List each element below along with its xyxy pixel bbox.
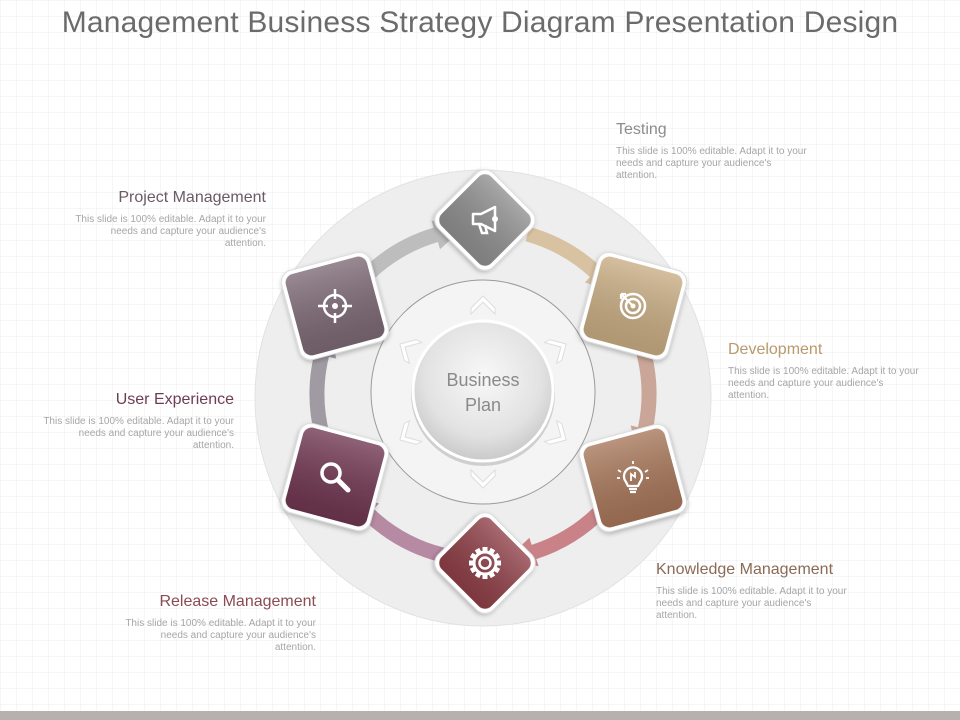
step-tile-6 — [280, 251, 390, 361]
label-user-experience: User Experience This slide is 100% edita… — [0, 390, 234, 452]
step-tile-5 — [280, 422, 390, 532]
target-icon — [619, 292, 647, 320]
gear-icon — [469, 547, 501, 579]
step-tiles — [280, 169, 688, 614]
cycle-arrow-4 — [350, 494, 445, 563]
step-tile-4 — [434, 512, 536, 614]
center-label-line2: Plan — [465, 395, 501, 415]
cycle-arrow-6 — [361, 220, 462, 281]
chevron-icon — [543, 339, 567, 365]
label-description: This slide is 100% editable. Adapt it to… — [656, 586, 847, 621]
slide-title: Management Business Strategy Diagram Pre… — [61, 6, 899, 39]
label-title: Project Management — [118, 189, 266, 206]
chevron-icon — [399, 339, 423, 365]
chevron-icon — [399, 419, 423, 445]
crosshair-icon — [318, 289, 352, 323]
chevron-icon — [470, 295, 496, 316]
label-knowledge-management: Knowledge Management This slide is 100% … — [656, 560, 906, 622]
label-description: This slide is 100% editable. Adapt it to… — [728, 366, 919, 401]
step-tile-1 — [434, 169, 536, 271]
chevron-icon — [543, 419, 567, 445]
step-tile-2 — [578, 251, 688, 361]
label-title: Development — [728, 341, 823, 358]
cycle-arrow-1 — [525, 226, 614, 291]
label-title: Knowledge Management — [656, 561, 834, 578]
label-testing: Testing This slide is 100% editable. Ada… — [616, 120, 866, 182]
label-title: Release Management — [159, 593, 316, 610]
label-release-management: Release Management This slide is 100% ed… — [66, 592, 316, 654]
megaphone-icon — [471, 205, 498, 235]
label-description: This slide is 100% editable. Adapt it to… — [616, 146, 807, 181]
label-project-management: Project Management This slide is 100% ed… — [16, 188, 266, 250]
bottom-bar — [0, 711, 960, 720]
label-description: This slide is 100% editable. Adapt it to… — [75, 214, 266, 249]
label-description: This slide is 100% editable. Adapt it to… — [43, 416, 234, 451]
center-label-line1: Business — [446, 370, 519, 390]
center-disc — [411, 319, 555, 463]
inner-chevrons — [399, 295, 567, 489]
cycle-arrow-3 — [508, 504, 608, 567]
cycle-arrows — [307, 220, 661, 567]
label-description: This slide is 100% editable. Adapt it to… — [125, 618, 316, 653]
chevron-icon — [470, 468, 496, 489]
label-title: Testing — [616, 121, 667, 138]
label-development: Development This slide is 100% editable.… — [728, 340, 960, 402]
lightbulb-icon — [617, 461, 649, 494]
magnifier-icon — [320, 462, 351, 493]
step-tile-3 — [578, 423, 688, 533]
label-title: User Experience — [115, 391, 234, 408]
